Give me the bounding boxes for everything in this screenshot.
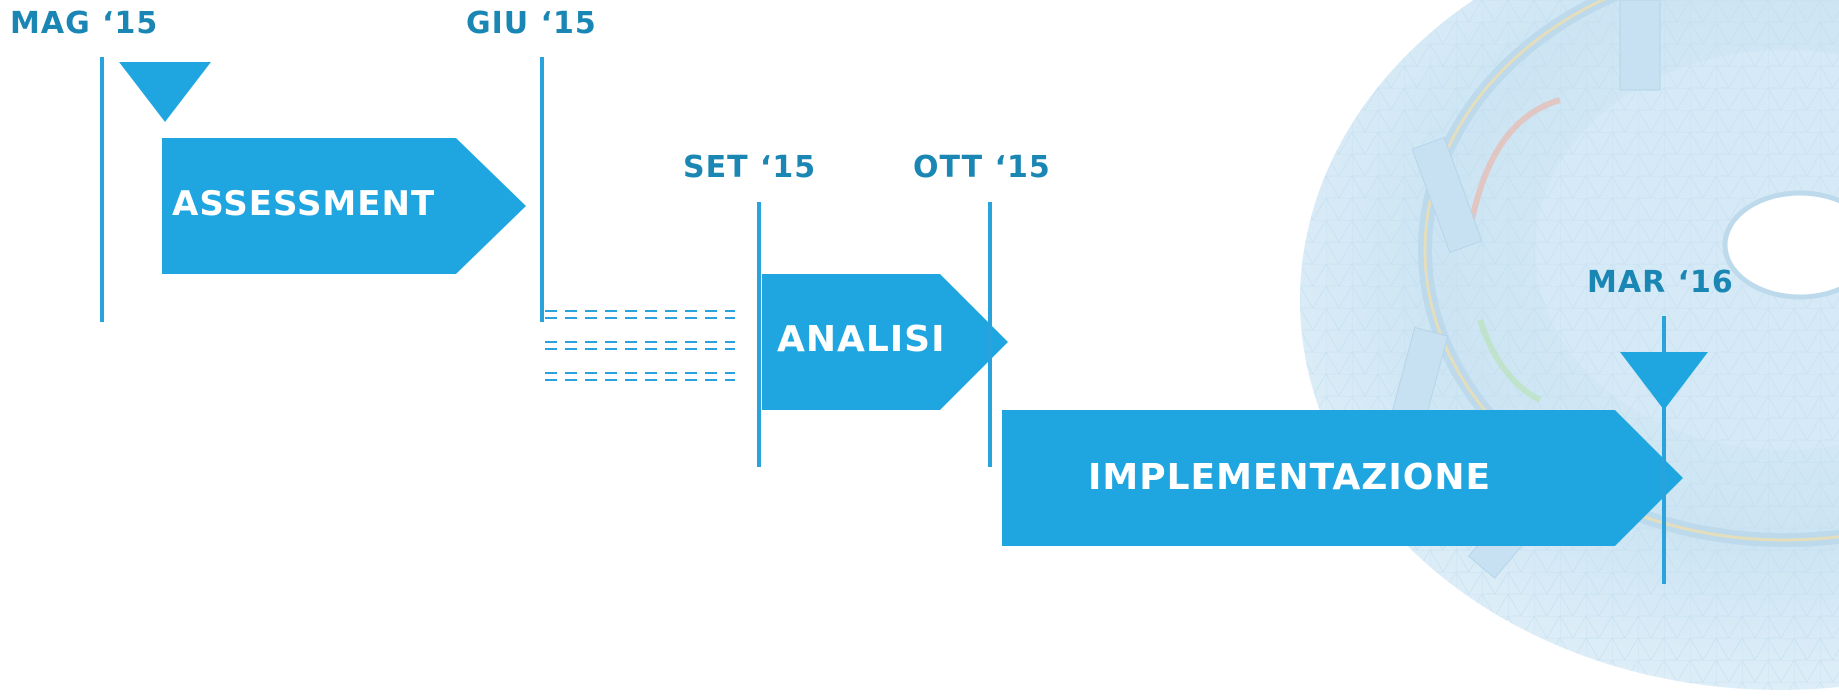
milestone-line-set15 [757, 202, 761, 467]
date-label-giu15: GIU ‘15 [466, 6, 597, 41]
date-label-ott15: OTT ‘15 [913, 150, 1051, 185]
milestone-line-giu15 [540, 57, 544, 322]
end-marker-triangle [1620, 352, 1708, 410]
date-label-mag15: MAG ‘15 [10, 6, 159, 41]
date-label-mar16: MAR ‘16 [1587, 265, 1734, 300]
dashed-connector [545, 308, 735, 388]
milestone-line-mar16 [1662, 316, 1666, 584]
date-label-set15: SET ‘15 [683, 150, 817, 185]
phase-assessment-label: ASSESSMENT [172, 184, 436, 224]
phase-analisi-arrow: ANALISI [762, 274, 1008, 410]
milestone-line-mag15 [100, 57, 104, 322]
milestone-line-ott15-overlay [988, 202, 992, 467]
start-marker-triangle [119, 62, 211, 122]
phase-implementazione-arrow: IMPLEMENTAZIONE [1002, 410, 1683, 546]
phase-assessment-arrow: ASSESSMENT [162, 138, 526, 274]
phase-implementazione-label: IMPLEMENTAZIONE [1088, 457, 1492, 498]
phase-analisi-label: ANALISI [777, 319, 946, 360]
